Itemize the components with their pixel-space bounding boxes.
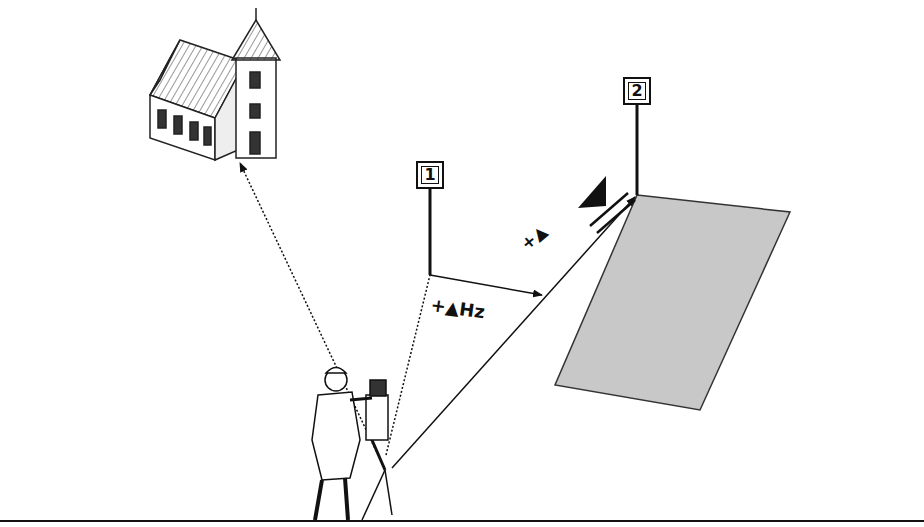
direction-wedge — [578, 176, 606, 208]
sight-line-church — [240, 163, 378, 455]
sight-line-1 — [386, 275, 430, 455]
prism-sign: 1 — [416, 161, 444, 189]
point-number: 2 — [629, 83, 644, 99]
point-number: 1 — [422, 167, 437, 183]
pole-2 — [636, 102, 639, 195]
ground-line — [0, 520, 924, 522]
plot-area — [555, 195, 790, 410]
church — [150, 8, 280, 160]
sight-line-2 — [392, 197, 635, 468]
offset-label: +▲ — [518, 222, 550, 253]
prism-sign: 2 — [623, 77, 651, 105]
surveyor — [312, 368, 392, 521]
angle-label: +▲Hz — [429, 296, 485, 321]
pole-1 — [429, 187, 432, 275]
angle-arrow — [430, 275, 542, 295]
